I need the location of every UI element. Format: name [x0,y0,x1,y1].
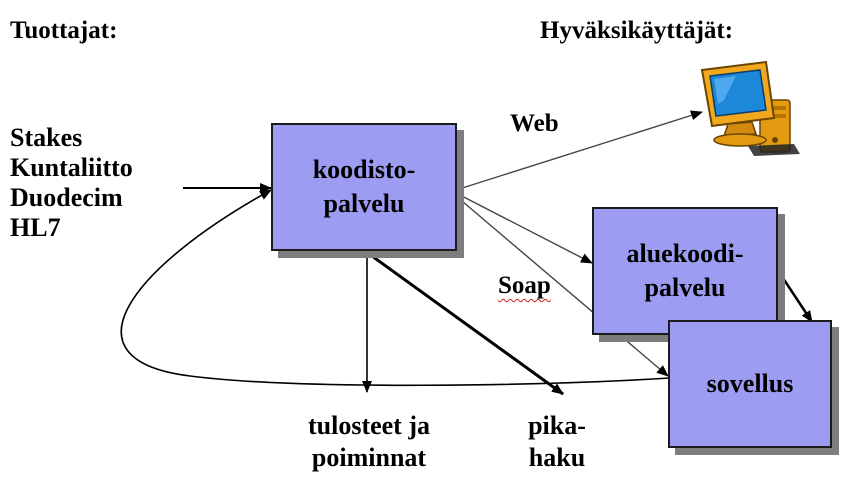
producers-list: Stakes Kuntaliitto Duodecim HL7 [10,123,133,243]
application-label: sovellus [706,369,794,398]
arrow-web-to-monitor [455,110,703,191]
arrow-soap-to-application [455,195,669,377]
arrow-application-loop-to-codeservice [120,189,671,387]
codeservice-node: koodisto- palvelu [271,123,457,251]
regioncode-label-line2: palvelu [644,273,726,302]
producer-item: Duodecim [10,183,123,212]
application-node: sovellus [668,320,832,448]
quicksearch-output: pika- haku [512,410,602,474]
printouts-line1: tulosteet ja [307,411,430,440]
printouts-output: tulosteet ja poiminnat [278,410,460,474]
arrow-regioncode-to-application [773,265,814,323]
soap-label: Soap [498,272,551,299]
regioncode-node: aluekoodi- palvelu [592,207,778,335]
producer-item: Kuntaliitto [10,153,133,182]
producer-item: Stakes [10,123,83,152]
codeservice-label-line1: koodisto- [312,155,416,184]
quicksearch-line1: pika- [528,411,586,440]
approved-users-header: Hyväksikäyttäjät: [540,17,734,44]
arrow-codeservice-to-quicksearch [364,249,564,396]
arrow-codeservice-to-regioncode [455,192,593,264]
web-label: Web [510,110,559,137]
producers-header: Tuottajat: [10,17,118,44]
regioncode-label-line1: aluekoodi- [626,239,744,268]
producer-item: HL7 [10,213,61,242]
quicksearch-line2: haku [528,443,586,472]
computer-monitor-icon [700,60,800,156]
codeservice-label-line2: palvelu [323,189,405,218]
printouts-line2: poiminnat [311,443,427,472]
